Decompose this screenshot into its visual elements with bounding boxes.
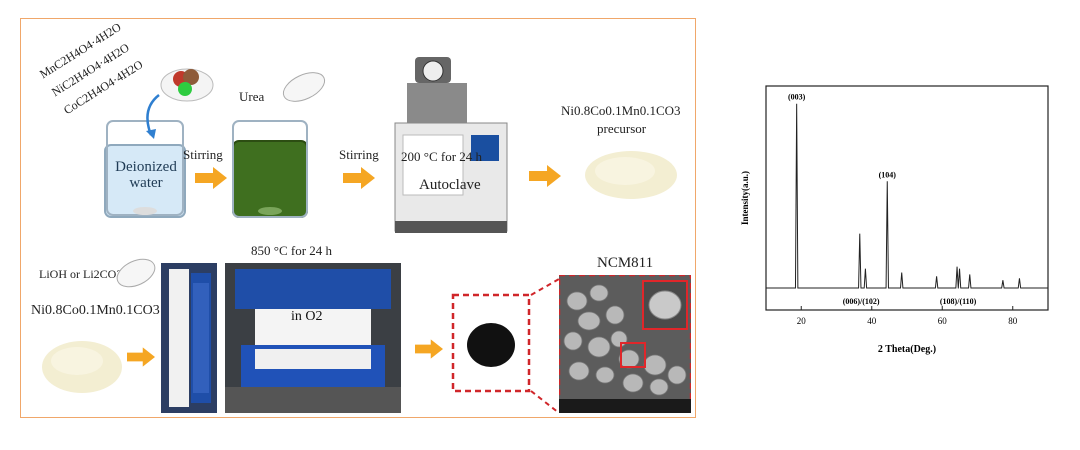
peak-annotation: (003) <box>788 93 806 102</box>
process-arrow-1 <box>195 167 227 189</box>
x-tick-label: 40 <box>867 316 877 326</box>
tube-furnace-photo <box>161 263 217 413</box>
precursor-powder-2 <box>42 341 122 393</box>
x-tick-label: 60 <box>938 316 948 326</box>
box-furnace-photo <box>225 263 401 413</box>
atmosphere-label: in O2 <box>291 309 323 324</box>
urea-label: Urea <box>239 89 265 104</box>
process-arrow-2 <box>343 167 375 189</box>
drop-arrow-1 <box>146 94 160 139</box>
urea-dish <box>282 72 326 102</box>
autoclave-icon <box>394 57 508 233</box>
precursor-formula: Ni0.8Co0.1Mn0.1CO3 <box>561 103 681 118</box>
xrd-chart: 20 40 60 80 (003) (104) (006)/(102) (108)/(110… <box>740 85 1049 355</box>
sem-image <box>559 275 691 413</box>
process-arrow-5 <box>415 339 443 359</box>
reagent-dish <box>160 68 214 102</box>
product-label: NCM811 <box>597 255 654 271</box>
x-tick-label: 20 <box>797 316 807 326</box>
x-tick-label: 80 <box>1008 316 1018 326</box>
peak-annotation: (108)/(110) <box>940 297 977 306</box>
precursor-formula-2: Ni0.8Co0.1Mn0.1CO3 <box>31 303 160 318</box>
process-arrow-3 <box>529 165 561 187</box>
precursor-powder-1 <box>585 151 677 199</box>
calcination-label: 850 °C for 24 h <box>251 243 333 258</box>
x-axis-label: 2 Theta(Deg.) <box>878 344 936 355</box>
process-arrow-4 <box>127 347 155 367</box>
autoclave-label: Autoclave <box>419 177 481 193</box>
autoclave-temp-label: 200 °C for 24 h <box>401 149 483 164</box>
peak-annotation: (006)/(102) <box>843 297 880 306</box>
synthesis-scheme: Deionized water MnC2H4O4·4H2O NiC2H4O4·4… <box>20 18 696 418</box>
peak-annotations: (003) (104) (006)/(102) (108)/(110) <box>788 93 977 306</box>
lithium-dish <box>116 258 156 288</box>
lithium-source-label: LiOH or Li2CO3 <box>39 267 123 281</box>
peak-annotation: (104) <box>879 170 897 179</box>
xrd-pattern-line <box>766 103 1048 289</box>
y-axis-label: Intensity(a.u.) <box>740 171 750 225</box>
x-axis-ticks: 20 40 60 80 <box>797 306 1018 326</box>
reagent-beaker <box>104 120 186 218</box>
plot-frame <box>765 85 1049 311</box>
stirring-label-1: Stirring <box>183 147 223 162</box>
precursor-word: precursor <box>597 121 647 136</box>
product-powder <box>451 293 531 393</box>
deionized-water-label: Deionized water <box>115 159 177 191</box>
zoom-connector <box>530 278 560 414</box>
stirring-label-2: Stirring <box>339 147 379 162</box>
urea-beaker <box>232 120 308 218</box>
